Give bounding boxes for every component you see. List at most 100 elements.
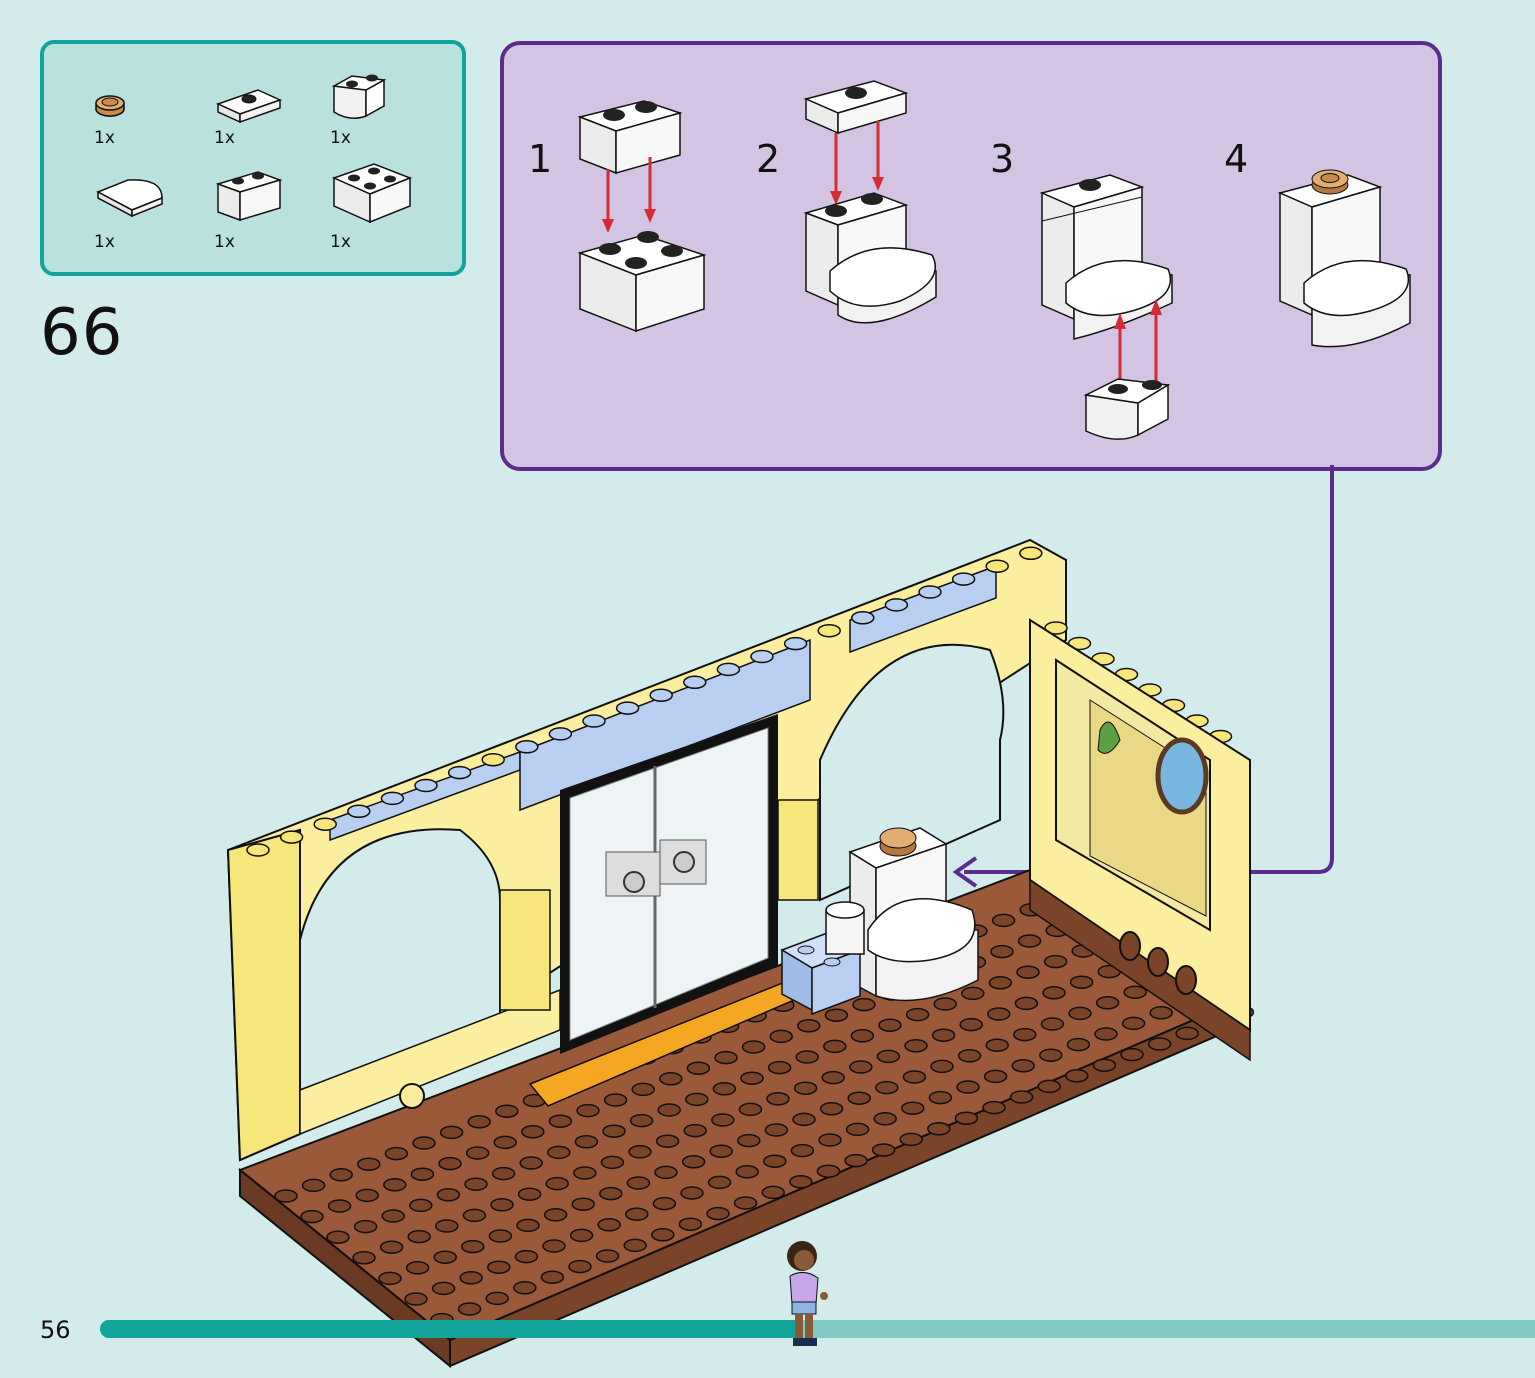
baseplate-stud [712,1082,737,1096]
baseplate-stud [357,1157,381,1171]
baseplate-stud [1040,1017,1065,1031]
baseplate-stud [542,1239,566,1253]
baseplate-stud [876,1049,901,1064]
baseplate-stud [655,1134,680,1148]
wall-stud [649,688,673,702]
wall-stud [918,585,942,599]
baseplate-stud [571,1197,595,1211]
baseplate-stud [763,1154,787,1168]
substep-2-illustration [800,75,950,349]
baseplate-stud [431,1281,456,1296]
baseplate-stud [983,1069,1008,1084]
baseplate-stud [379,1240,404,1254]
wall-stud [414,778,438,793]
baseplate-stud [576,1103,600,1118]
baseplate-stud [816,1164,841,1178]
baseplate-stud [1092,1058,1117,1072]
baseplate-stud [383,1178,407,1192]
baseplate-stud [740,1071,764,1085]
baseplate-stud [1009,1090,1034,1104]
wall-stud [380,791,405,806]
baseplate-stud [733,1196,758,1210]
baseplate-stud [412,1136,436,1150]
baseplate-stud [737,1133,761,1148]
jumper-plate-part [214,82,304,172]
baseplate-stud [761,1185,785,1200]
wall-stud [817,623,841,638]
baseplate-stud [488,1229,513,1243]
wall-stud [347,804,371,819]
baseplate-stud [685,1092,709,1107]
baseplate-stud [901,1101,925,1115]
wall-stud [951,572,976,586]
baseplate-stud [485,1291,509,1306]
baseplate-stud [818,1133,842,1147]
baseplate-stud [405,1261,430,1275]
baseplate-stud [602,1124,626,1138]
baseplate-stud [384,1146,409,1161]
baseplate-stud [597,1218,621,1232]
baseplate-stud [930,1059,954,1074]
baseplate-stud [680,1186,704,1200]
wall-stud [515,740,539,754]
baseplate-stud [1039,1048,1063,1062]
baseplate-stud [904,1039,928,1053]
baseplate-stud [574,1135,599,1149]
baseplate-stud [517,1187,542,1201]
baseplate-stud [844,1153,868,1168]
part-qty-label: 1x [214,232,235,252]
baseplate-stud [327,1199,352,1213]
baseplate-stud [626,1176,651,1190]
baseplate-studs [274,881,1255,1327]
page-number: 56 [40,1316,71,1344]
baseplate-stud [871,1143,896,1157]
baseplate-stud [521,1125,545,1139]
baseplate-stud [823,1039,847,1054]
baseplate-stud [1016,965,1040,979]
baseplate-stud [631,1082,655,1097]
baseplate-stud [819,1102,844,1116]
baseplate-stud [1121,1016,1146,1031]
baseplate-stud [1065,1069,1089,1083]
substep-number: 4 [1224,137,1249,181]
baseplate-stud [1149,1006,1173,1020]
baseplate-stud [274,1189,298,1203]
baseplate-stud [1068,1006,1092,1021]
baseplate-stud [495,1104,519,1118]
wall-stud [783,636,808,651]
baseplate-stud [438,1156,462,1171]
baseplate-stud [706,1206,730,1221]
baseplate-stud [961,986,985,1001]
callout-arrowhead [952,856,978,888]
baseplate-stud [651,1228,675,1242]
baseplate-stud [982,1100,1006,1115]
side-wall [1029,618,1251,1062]
baseplate-stud [873,1112,897,1126]
baseplate-stud [462,1208,487,1223]
baseplate-stud [735,1165,759,1179]
baseplate-stud [381,1209,405,1223]
baseplate-stud [493,1135,517,1150]
baseplate-stud [652,1196,677,1211]
baseplate-stud [795,1050,819,1064]
wall-stud [985,559,1009,573]
baseplate-stud [329,1168,353,1182]
toilet [848,827,979,1002]
baseplate-stud [513,1281,537,1295]
baseplate-stud [878,1018,902,1032]
part-qty-label: 1x [330,232,351,252]
baseplate-stud [410,1167,435,1181]
baseplate-stud [928,1090,953,1105]
wall-stud [1019,546,1043,561]
baseplate-stud [625,1207,649,1221]
baseplate-stud [603,1093,628,1107]
baseplate-stud [465,1146,490,1160]
wall-stud [716,662,741,677]
baseplate-stud [769,1029,793,1044]
progress-bar [100,1320,1535,1338]
brick-1x2-part [214,162,304,252]
round-tile-part [94,172,184,262]
baseplate-stud [459,1271,483,1285]
baseplate-stud [847,1091,871,1105]
